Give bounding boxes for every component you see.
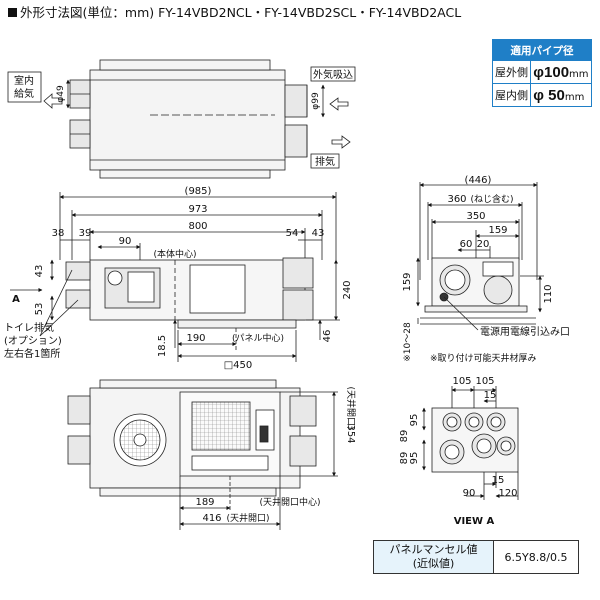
view-a bbox=[422, 386, 519, 500]
dim-985: (985) bbox=[185, 186, 212, 197]
dim-240: 240 bbox=[342, 280, 353, 299]
panel-color-value: 6.5Y8.8/0.5 bbox=[493, 540, 579, 574]
dim-973: 973 bbox=[188, 204, 207, 215]
panel-color-label-2: (近似値) bbox=[412, 557, 455, 570]
toilet-note-3: 左右各1箇所 bbox=[4, 347, 60, 360]
front-view bbox=[10, 192, 340, 362]
dim-190: 190 bbox=[186, 333, 205, 344]
dim-60: 60 bbox=[460, 239, 473, 250]
pipe-indoor-unit: mm bbox=[564, 91, 585, 103]
panel-munsell-table: パネルマンセル値(近似値) 6.5Y8.8/0.5 bbox=[373, 540, 579, 574]
square-bullet-icon bbox=[8, 8, 17, 17]
ceiling-thickness-note: ※取り付け可能天井材厚み bbox=[430, 352, 537, 364]
arrow-a-label: A bbox=[12, 294, 20, 305]
dim-39: 39 bbox=[79, 228, 92, 239]
dim-90-va: 90 bbox=[463, 488, 476, 499]
pipe-indoor-value: φ 50 bbox=[533, 86, 565, 104]
pipe-table-header: 適用パイプ径 bbox=[492, 39, 592, 61]
dim-105-a: 105 bbox=[452, 376, 471, 387]
dim-450: □450 bbox=[224, 360, 253, 371]
dim-20: 20 bbox=[477, 239, 490, 250]
dim-360-note: (ねじ含む) bbox=[470, 193, 513, 205]
dim-120: 120 bbox=[498, 488, 517, 499]
dim-53: 53 bbox=[34, 303, 45, 316]
dim-416-note: (天井開口) bbox=[226, 512, 269, 524]
dim-95: 95 bbox=[409, 414, 420, 427]
pipe-row-indoor: 屋内側 φ 50mm bbox=[491, 83, 592, 107]
dim-54: 54 bbox=[286, 228, 299, 239]
dim-89: 89 bbox=[399, 430, 410, 443]
dim-46: 46 bbox=[322, 330, 333, 343]
dim-95-b: 95 bbox=[409, 452, 420, 465]
heading-title: 外形寸法図 bbox=[20, 5, 83, 20]
heading-models: FY-14VBD2NCL・FY-14VBD2SCL・FY-14VBD2ACL bbox=[158, 5, 462, 20]
bottom-view bbox=[67, 379, 338, 530]
side-view bbox=[416, 182, 544, 331]
dim-38: 38 bbox=[52, 228, 65, 239]
dim-90: 90 bbox=[119, 236, 132, 247]
dim-354: 354 bbox=[345, 424, 356, 443]
dim-416: 416 bbox=[202, 513, 221, 524]
dim-10-28: ※10〜28 bbox=[403, 322, 413, 362]
dim-446: (446) bbox=[465, 175, 492, 186]
view-a-caption: VIEW A bbox=[454, 516, 495, 527]
dim-189-note: (天井開口中心) bbox=[259, 496, 320, 508]
dim-360: 360 bbox=[447, 194, 466, 205]
dim-89-b: 89 bbox=[399, 452, 410, 465]
outdoor-intake-label: 外気吸込 bbox=[313, 68, 353, 81]
indoor-supply-label-1: 室内 bbox=[14, 74, 34, 87]
exhaust-label: 排気 bbox=[315, 155, 335, 168]
dim-105-b: 105 bbox=[475, 376, 494, 387]
dim-354-note: (天井開口) bbox=[345, 386, 357, 429]
drawing-heading: 外形寸法図(単位：mm) FY-14VBD2NCL・FY-14VBD2SCL・F… bbox=[8, 2, 461, 21]
dim-189: 189 bbox=[195, 497, 214, 508]
dim-43: 43 bbox=[312, 228, 325, 239]
dim-159-v: 159 bbox=[402, 272, 413, 291]
dim-350: 350 bbox=[466, 211, 485, 222]
dim-18-5: 18.5 bbox=[157, 335, 168, 357]
heading-unit: (単位：mm) bbox=[82, 5, 155, 20]
panel-center-label: (パネル中心) bbox=[232, 332, 284, 344]
dim-159: 159 bbox=[488, 225, 507, 236]
indoor-supply-label-2: 給気 bbox=[14, 87, 34, 100]
phi99-label: φ99 bbox=[311, 92, 321, 110]
dim-43-left: 43 bbox=[34, 265, 45, 278]
body-center-label: (本体中心) bbox=[153, 248, 196, 260]
pipe-indoor-label: 屋内側 bbox=[491, 83, 532, 107]
pipe-outdoor-unit: mm bbox=[569, 68, 589, 80]
top-view bbox=[7, 59, 356, 179]
phi49-label: φ49 bbox=[56, 85, 66, 103]
toilet-note-2: (オプション) bbox=[4, 335, 62, 347]
dim-15-bottom: 15 bbox=[492, 475, 505, 486]
toilet-note-1: トイレ排気 bbox=[4, 321, 54, 334]
dim-15-top: 15 bbox=[484, 390, 497, 401]
dim-800: 800 bbox=[188, 221, 207, 232]
panel-color-label-1: パネルマンセル値 bbox=[389, 543, 478, 556]
pipe-diameter-table: 適用パイプ径 屋外側 φ100mm 屋内側 φ 50mm bbox=[491, 39, 592, 107]
cord-inlet-label: 電源用電線引込み口 bbox=[480, 325, 570, 338]
pipe-outdoor-value: φ100 bbox=[533, 63, 570, 81]
dim-110: 110 bbox=[543, 284, 554, 303]
